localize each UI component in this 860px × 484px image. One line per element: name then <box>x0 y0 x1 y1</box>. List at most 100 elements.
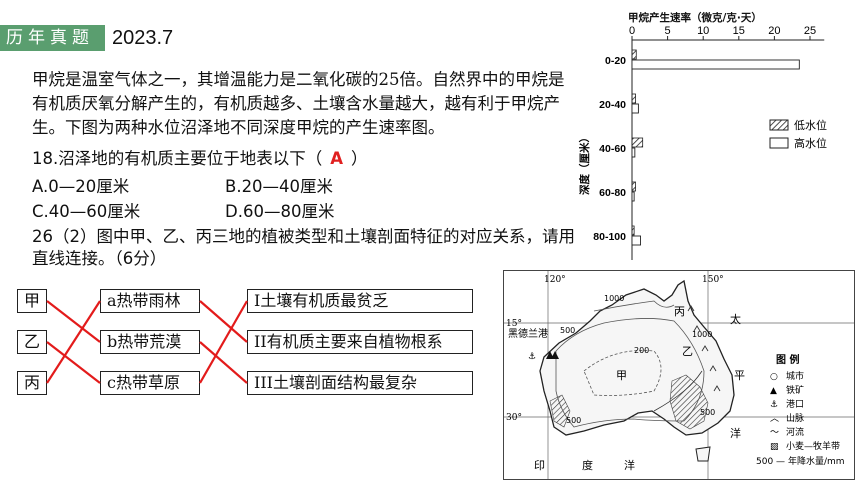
great-dividing-range <box>687 305 721 392</box>
port-anchor-icon: ⚓ <box>528 352 536 362</box>
y-tick-label-1: 20-40 <box>599 99 626 111</box>
isoline-200 <box>583 350 662 396</box>
map-svg: ⚓ 120° 150° 15° 30° 黑德兰港 甲 乙 丙 1000 500 … <box>504 271 854 479</box>
match-line-place-veg-0 <box>46 300 101 343</box>
legend-rainfall: 年降水量/mm <box>788 455 845 467</box>
isoline-label-500a: 500 <box>560 326 575 335</box>
question-26: 26（2）图中甲、乙、丙三地的植被类型和土壤剖面特征的对应关系，请用直线连接。（… <box>32 227 575 268</box>
wheat-sheep-belt-east <box>669 374 709 430</box>
bar-low-4 <box>631 225 635 236</box>
ocean-yang2: 洋 <box>624 458 635 472</box>
lat-30-label: 30° <box>506 413 522 423</box>
match-line-place-veg-1 <box>46 341 101 384</box>
x-tick-label-4: 20 <box>768 25 780 37</box>
matching-lines <box>46 300 248 384</box>
x-tick-label-3: 15 <box>733 25 745 37</box>
q18-answer: A <box>330 149 344 168</box>
isoline-label-500b: 500 <box>566 416 581 425</box>
isoline-label-1000a: 1000 <box>604 294 624 303</box>
legend-mountain: 山脉 <box>786 412 804 424</box>
match-line-place-veg-2 <box>46 300 101 384</box>
place-bing-label: 丙 <box>674 305 685 318</box>
ocean-yin: 印 <box>534 459 545 472</box>
veg-a: a热带雨林 <box>100 289 200 313</box>
exam-year: 2023.7 <box>112 27 174 49</box>
legend-city: 城市 <box>786 370 804 382</box>
y-tick-label-3: 60-80 <box>599 187 626 199</box>
methane-chart: 0 5 10 15 20 25 0-20 20-40 40-60 60-80 80-100 深度（厘米… <box>578 25 827 260</box>
chart-title: 甲烷产生速率（微克/克·天） <box>628 12 762 24</box>
ocean-ping: 平 <box>734 369 745 382</box>
wheat-sheep-belt-west <box>549 394 571 428</box>
match-line-veg-soil-2 <box>199 300 248 384</box>
bar-high-4 <box>631 235 641 246</box>
isoline-label-500c: 500 <box>700 408 715 417</box>
lat-15-label: 15° <box>506 319 522 329</box>
lon-150: 150° <box>702 275 724 285</box>
isoline-500-outer <box>555 318 705 428</box>
legend-symbol-city: ○ <box>770 372 778 382</box>
y-tick-label-0: 0-20 <box>605 55 626 67</box>
australia-map: ⚓ 120° 150° 15° 30° 黑德兰港 甲 乙 丙 1000 500 … <box>503 270 855 480</box>
veg-b: b热带荒漠 <box>100 330 200 354</box>
bar-low-1 <box>631 93 636 104</box>
x-tick-label-2: 10 <box>697 25 709 37</box>
legend-title: 图 例 <box>776 353 799 366</box>
legend-label-low: 低水位 <box>794 118 827 132</box>
legend-symbol-mountain: ︿ <box>770 414 779 424</box>
legend-iron: 铁矿 <box>786 384 804 396</box>
bar-low-0 <box>631 49 637 60</box>
bar-high-2 <box>631 147 636 158</box>
veg-c: c热带草原 <box>100 371 200 395</box>
legend-port: 港口 <box>786 398 804 410</box>
legend-symbol-isoline: — <box>776 457 785 467</box>
isoline-1000-north <box>593 300 675 312</box>
isoline-label-200: 200 <box>634 346 649 355</box>
x-tick-label-0: 0 <box>629 25 635 37</box>
place-jia-label: 甲 <box>616 369 627 382</box>
soil-1: I土壤有机质最贫乏 <box>247 289 473 313</box>
q18-option-b: B.20—40厘米 <box>225 177 334 196</box>
legend-symbol-port: ⚓ <box>770 400 778 410</box>
question-18: 18.沼泽地的有机质主要位于地表以下（A） <box>32 148 368 170</box>
ocean-yang1: 洋 <box>730 426 741 440</box>
place-yi-label: 乙 <box>682 345 693 358</box>
y-tick-label-2: 40-60 <box>599 143 626 155</box>
q18-option-a: A.0—20厘米 <box>32 177 130 196</box>
section-badge: 历年真题 <box>0 25 105 51</box>
iron-mine-icon-2 <box>551 351 559 359</box>
y-tick-label-4: 80-100 <box>593 231 626 243</box>
soil-2: II有机质主要来自植物根系 <box>247 330 473 354</box>
x-tick-label-5: 25 <box>804 25 816 37</box>
legend-wheat: 小麦—牧羊带 <box>786 440 840 452</box>
bar-low-3 <box>631 181 636 192</box>
legend-label-high: 高水位 <box>794 136 827 150</box>
bar-high-0 <box>631 59 800 70</box>
legend-symbol-river: ～ <box>770 428 779 438</box>
passage-text: 甲烷是温室气体之一，其增温能力是二氧化碳的25倍。自然界中的甲烷是有机质厌氧分解… <box>32 70 565 137</box>
match-line-veg-soil-0 <box>199 300 248 343</box>
lon-120: 120° <box>544 275 566 285</box>
q18-option-c: C.40—60厘米 <box>32 202 141 221</box>
legend-isoline-value: 500 <box>756 457 773 467</box>
port-label: 黑德兰港 <box>508 327 548 340</box>
tasmania <box>695 446 711 462</box>
bar-low-2 <box>631 137 644 148</box>
isoline-label-1000b: 1000 <box>692 330 712 339</box>
bar-high-1 <box>631 103 639 114</box>
legend-river: 河流 <box>786 426 804 438</box>
legend-swatch-low <box>769 119 789 131</box>
legend-swatch-high <box>769 137 789 149</box>
x-tick-label-1: 5 <box>665 25 671 37</box>
ocean-tai: 太 <box>730 313 741 326</box>
q18-option-d: D.60—80厘米 <box>225 202 335 221</box>
legend-symbol-wheat: ▨ <box>770 442 779 452</box>
q18-stem: 18.沼泽地的有机质主要位于地表以下（ <box>32 149 323 168</box>
murray-river <box>653 370 703 412</box>
y-axis-label: 深度（厘米） <box>578 132 591 195</box>
soil-3: III土壤剖面结构最复杂 <box>247 371 473 395</box>
bar-high-3 <box>631 191 635 202</box>
place-bing: 丙 <box>17 371 47 395</box>
place-jia: 甲 <box>17 289 47 313</box>
ocean-du: 度 <box>582 458 593 472</box>
